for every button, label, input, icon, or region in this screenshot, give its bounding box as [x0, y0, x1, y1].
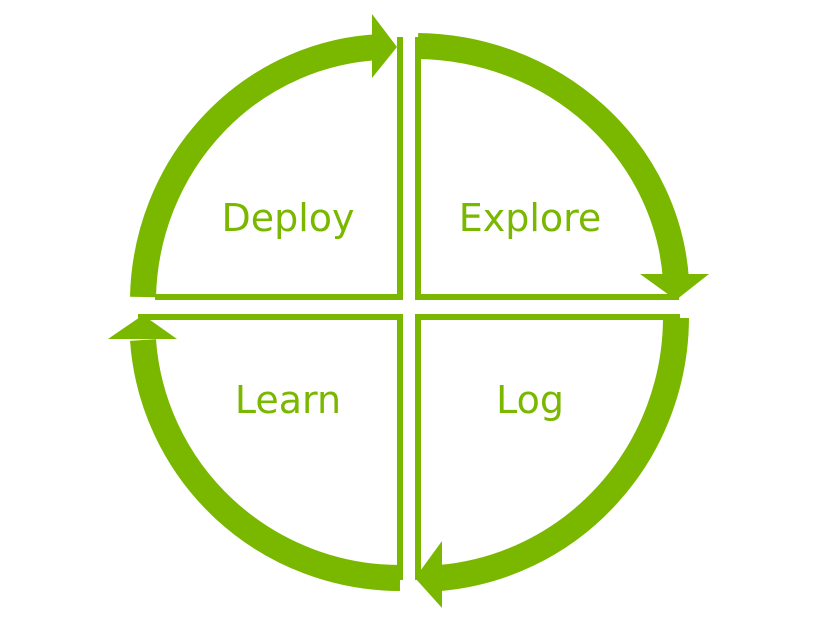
frame-bar-bottom-left-horizontal [138, 314, 401, 320]
arrow-arc-learn-to-deploy [130, 339, 401, 591]
frame-bar-top-left-vertical [397, 37, 403, 300]
arrow-arc-explore-to-log [417, 33, 689, 281]
frame-bar-top-right-horizontal [415, 294, 679, 300]
arrowhead-up-icon [108, 315, 177, 339]
frame-bar-top-right-vertical [415, 37, 421, 300]
cycle-arrows [130, 33, 689, 591]
label-deploy: Deploy [221, 196, 354, 240]
label-learn: Learn [235, 378, 341, 422]
arrowhead-right-icon [372, 14, 397, 78]
frame-bar-top-left-horizontal [155, 294, 401, 300]
arrowhead-left-icon [415, 541, 442, 608]
arrow-arc-deploy-to-explore [130, 34, 383, 298]
arrow-arc-log-to-learn [438, 317, 689, 591]
quadrant-frames [138, 37, 680, 580]
frame-bar-bottom-right-vertical [415, 314, 421, 580]
frame-bar-bottom-left-vertical [397, 314, 403, 580]
quadrant-labels: Deploy Explore Log Learn [221, 196, 601, 422]
label-log: Log [496, 378, 564, 422]
label-explore: Explore [459, 196, 602, 240]
frame-bar-bottom-right-horizontal [415, 314, 680, 320]
arrowhead-down-icon [640, 274, 709, 300]
arrowheads [108, 14, 709, 608]
